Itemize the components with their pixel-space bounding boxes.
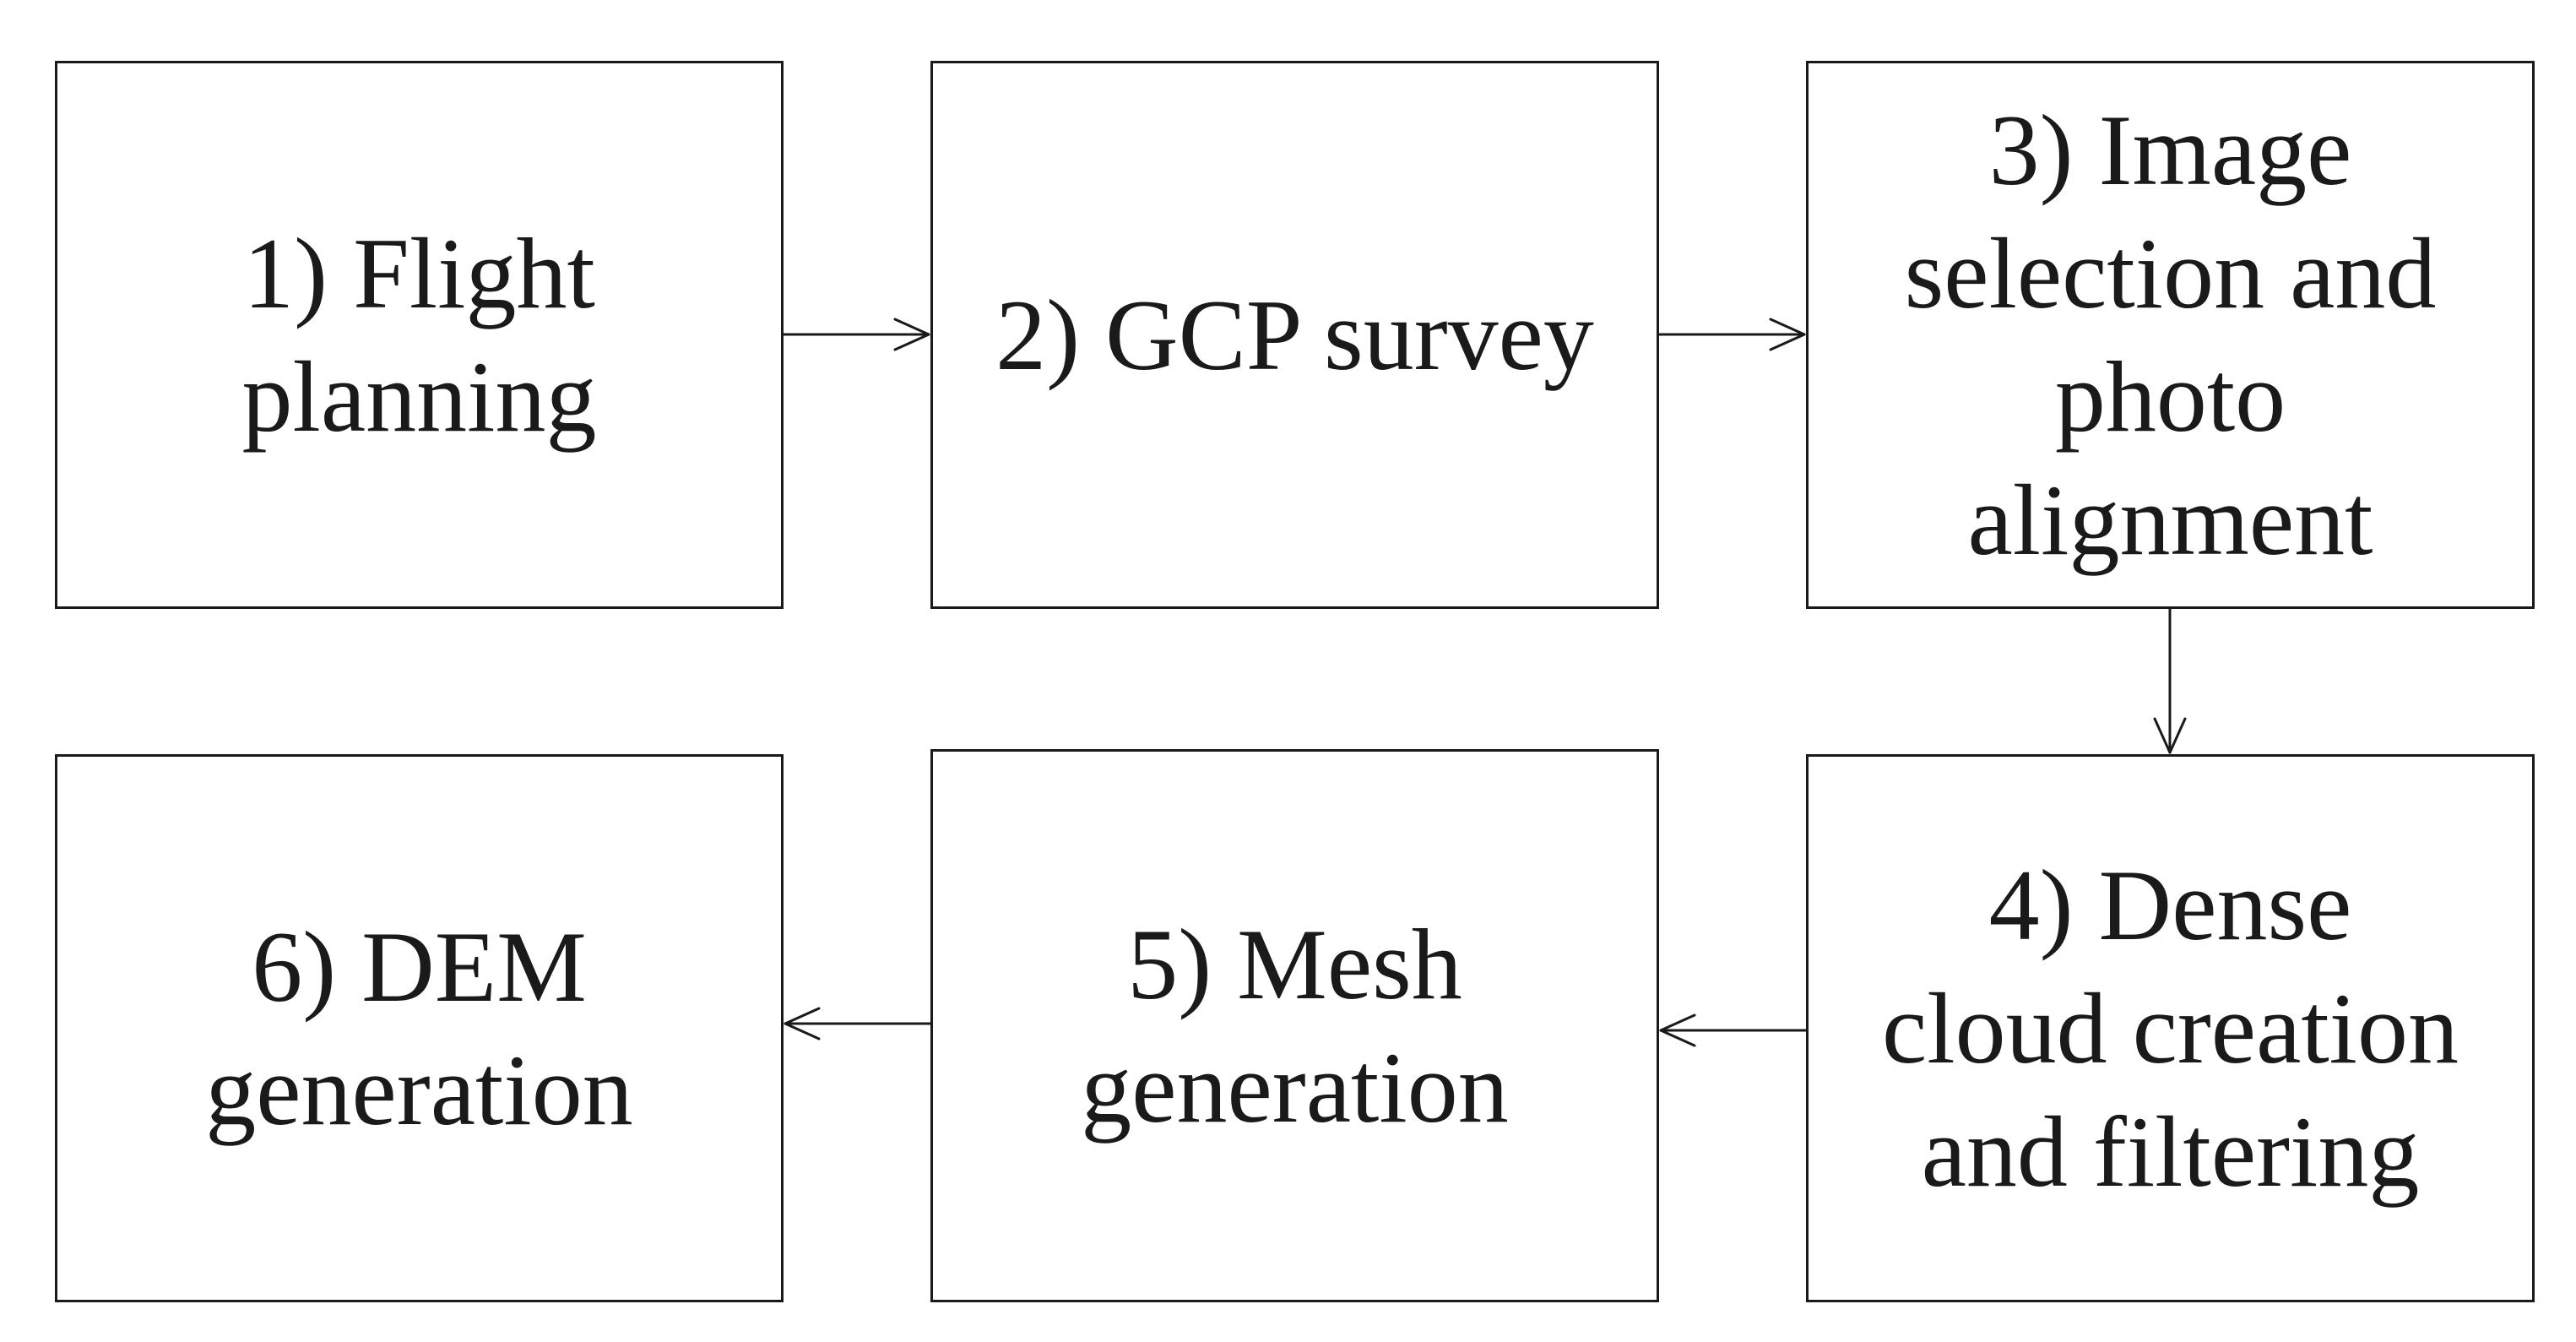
step-image-selection-alignment: 3) Image selection and photo alignment	[1806, 61, 2535, 609]
step-label: 2) GCP survey	[995, 278, 1594, 391]
arrow-3-to-4	[2153, 607, 2187, 754]
arrow-1-to-2	[782, 318, 930, 351]
step-gcp-survey: 2) GCP survey	[930, 61, 1659, 609]
step-label: 4) Dense cloud creation and filtering	[1881, 848, 2459, 1208]
arrow-4-to-5	[1659, 1013, 1808, 1047]
arrow-2-to-3	[1657, 318, 1806, 351]
step-label: 6) DEM generation	[205, 910, 633, 1146]
step-label: 1) Flight planning	[241, 216, 597, 453]
arrow-5-to-6	[784, 1007, 932, 1040]
step-flight-planning: 1) Flight planning	[55, 61, 784, 609]
step-label: 3) Image selection and photo alignment	[1904, 93, 2437, 576]
step-dense-cloud-creation: 4) Dense cloud creation and filtering	[1806, 754, 2535, 1302]
step-label: 5) Mesh generation	[1081, 907, 1509, 1144]
step-mesh-generation: 5) Mesh generation	[930, 749, 1659, 1302]
step-dem-generation: 6) DEM generation	[55, 754, 784, 1302]
